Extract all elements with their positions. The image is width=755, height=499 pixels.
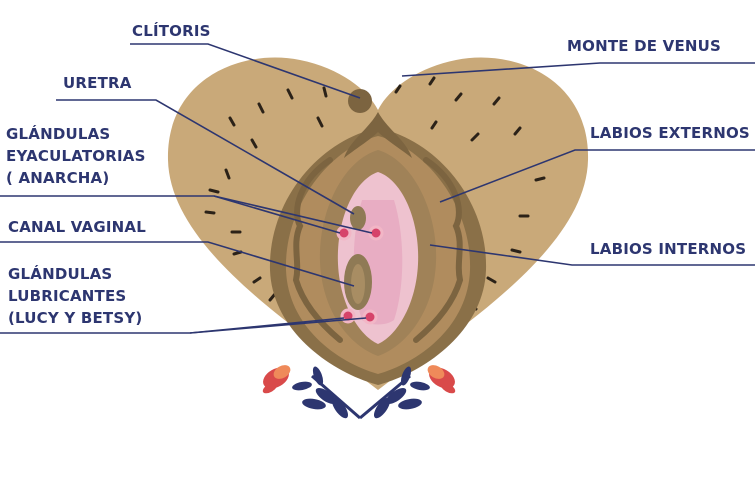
label-glandulas-eyaculatorias-line3: ( ANARCHA) <box>6 169 110 187</box>
label-glandulas-eyaculatorias: GLÁNDULAS EYACULATORIAS ( ANARCHA) <box>6 123 146 189</box>
leader-clitoris <box>130 43 361 99</box>
label-labios-internos: LABIOS INTERNOS <box>590 240 747 258</box>
label-glandulas-lubricantes-line2: LUBRICANTES <box>8 287 127 305</box>
label-glandulas-lubricantes: GLÁNDULAS LUBRICANTES (LUCY Y BETSY) <box>8 263 142 329</box>
flower-right <box>427 365 456 394</box>
label-uretra: URETRA <box>63 74 132 92</box>
outer-lip-left-edge <box>292 157 343 343</box>
hair-strokes <box>204 76 546 311</box>
label-glandulas-eyaculatorias-line2: EYACULATORIAS <box>6 147 146 165</box>
leader-uretra <box>56 99 355 215</box>
label-canal-vaginal: CANAL VAGINAL <box>8 218 146 236</box>
leader-monte <box>401 62 755 77</box>
leader-lubric-2 <box>189 317 367 334</box>
leader-eyac-2 <box>213 195 373 234</box>
leader-lines <box>0 43 755 334</box>
label-clitoris: CLÍTORIS <box>132 22 211 40</box>
clitoris <box>348 89 372 113</box>
floral-ornament <box>262 365 456 420</box>
label-glandulas-eyaculatorias-line1: GLÁNDULAS <box>6 125 111 143</box>
label-labios-externos: LABIOS EXTERNOS <box>590 124 750 142</box>
clitoral-hood <box>344 112 412 158</box>
leader-externos <box>439 149 755 203</box>
label-glandulas-lubricantes-line1: GLÁNDULAS <box>8 265 113 283</box>
leader-internos <box>429 244 755 266</box>
flower-left <box>262 365 291 394</box>
lubricant-gland-right <box>362 309 378 325</box>
label-glandulas-lubricantes-line3: (LUCY Y BETSY) <box>8 309 143 327</box>
leader-canal <box>0 241 355 287</box>
urethra-opening <box>350 206 366 230</box>
label-monte-de-venus: MONTE DE VENUS <box>567 37 722 55</box>
vaginal-opening-inner <box>351 264 365 304</box>
